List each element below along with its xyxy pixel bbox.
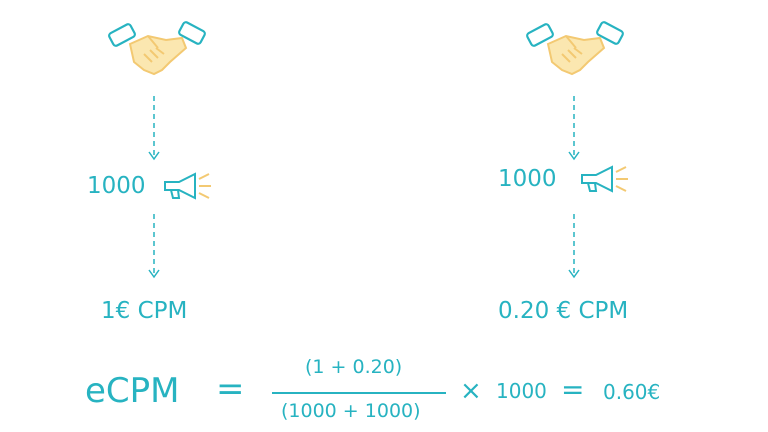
formula-denominator: (1000 + 1000) xyxy=(281,400,421,422)
formula-multiplier: 1000 xyxy=(496,379,547,403)
megaphone-icon-right xyxy=(581,165,628,193)
formula-times: × xyxy=(460,376,482,406)
right-price: 0.20 € CPM xyxy=(498,298,629,324)
megaphone-icon-left xyxy=(164,172,211,200)
formula-numerator: (1 + 0.20) xyxy=(305,356,403,378)
arrow-down-icon-left-2 xyxy=(148,214,160,279)
handshake-icon-left xyxy=(108,21,206,76)
formula-equals: = xyxy=(216,369,245,409)
right-impressions: 1000 xyxy=(498,166,557,192)
left-impressions: 1000 xyxy=(87,173,146,199)
formula-result: 0.60€ xyxy=(603,380,661,404)
formula-equals-2: = xyxy=(561,373,585,406)
fraction-bar xyxy=(272,392,446,394)
handshake-icon-right xyxy=(526,21,624,76)
arrow-down-icon-left-1 xyxy=(148,96,160,161)
arrow-down-icon-right-2 xyxy=(568,214,580,279)
arrow-down-icon-right-1 xyxy=(568,96,580,161)
left-price: 1€ CPM xyxy=(101,298,188,324)
formula-label: eCPM xyxy=(85,371,180,411)
